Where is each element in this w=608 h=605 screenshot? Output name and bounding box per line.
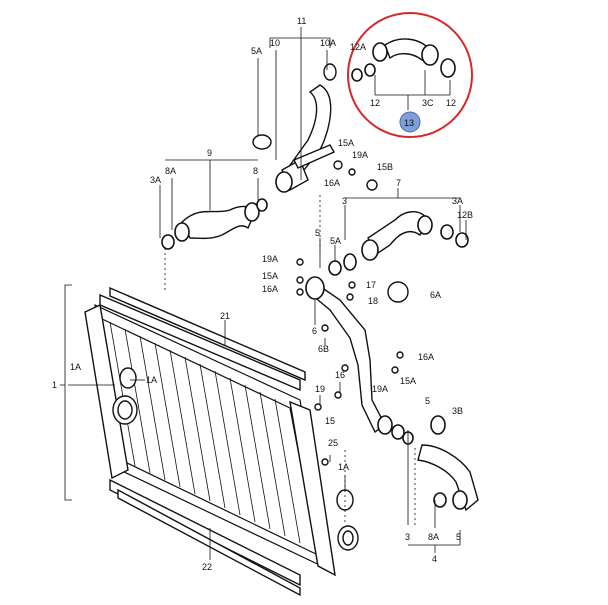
label-3-right: 3: [342, 196, 347, 206]
label-12B: 12B: [457, 210, 473, 220]
label-8-top: 8: [253, 166, 258, 176]
label-10A: 10A: [320, 38, 336, 48]
part-13-badge: 13: [399, 111, 421, 133]
label-4: 4: [432, 554, 437, 564]
label-12b: 12: [446, 98, 456, 108]
label-15B: 15B: [377, 162, 393, 172]
label-15A-c: 15A: [400, 376, 416, 386]
label-16A-b: 16A: [262, 284, 278, 294]
label-1A-a: 1A: [70, 362, 81, 372]
label-3A-left: 3A: [150, 175, 161, 185]
label-5-low: 5: [425, 396, 430, 406]
label-3-low: 3: [405, 532, 410, 542]
label-16: 16: [335, 370, 345, 380]
label-8A-low: 8A: [428, 532, 439, 542]
label-6B: 6B: [318, 344, 329, 354]
label-13: 13: [404, 118, 414, 128]
label-22: 22: [202, 562, 212, 572]
hardware: [296, 160, 404, 466]
label-21: 21: [220, 311, 230, 321]
label-15: 15: [325, 416, 335, 426]
label-16A-a: 16A: [324, 178, 340, 188]
label-8A-left: 8A: [165, 166, 176, 176]
label-1A-b: 1A: [146, 375, 157, 385]
core-outlet-right: [336, 489, 359, 551]
label-1A-c: 1A: [338, 462, 349, 472]
label-5-mid: 5: [315, 228, 320, 238]
label-12A: 12A: [350, 42, 366, 52]
label-19A-c: 19A: [372, 384, 388, 394]
label-15A-a: 15A: [338, 138, 354, 148]
label-15A-b: 15A: [262, 271, 278, 281]
label-3C: 3C: [422, 98, 434, 108]
label-6A: 6A: [430, 290, 441, 300]
label-19A-a: 19A: [352, 150, 368, 160]
label-1: 1: [52, 380, 57, 390]
label-7: 7: [396, 178, 401, 188]
label-5A: 5A: [251, 46, 262, 56]
leader-lines: [60, 27, 467, 560]
bottom-rail-22: [109, 478, 301, 597]
hose-13: [351, 38, 456, 82]
label-19A-b: 19A: [262, 254, 278, 264]
top-pipe-11: [252, 63, 337, 193]
label-5A-mid: 5A: [330, 236, 341, 246]
label-19: 19: [315, 384, 325, 394]
label-3B: 3B: [452, 406, 463, 416]
label-12a: 12: [370, 98, 380, 108]
hose-4: [417, 415, 479, 512]
label-3A-right: 3A: [452, 196, 463, 206]
label-9: 9: [207, 148, 212, 158]
label-10: 10: [270, 38, 280, 48]
highlight-circle: [347, 12, 473, 138]
label-18: 18: [368, 296, 378, 306]
label-5-bot: 5: [456, 532, 461, 542]
intercooler-core: [84, 303, 336, 577]
dashed-guides: [164, 195, 416, 525]
label-16A-c: 16A: [418, 352, 434, 362]
label-17: 17: [366, 280, 376, 290]
label-25: 25: [328, 438, 338, 448]
callout-labels: 11 5A 10 10A 12A 12 3C 12 9 3A 8A 8 15A …: [52, 16, 473, 572]
core-outlet-left: [112, 367, 138, 425]
hose-7: [361, 211, 469, 261]
hose-9: [161, 198, 268, 250]
label-6: 6: [312, 326, 317, 336]
top-rail-21: [99, 286, 306, 392]
label-11: 11: [297, 16, 306, 26]
